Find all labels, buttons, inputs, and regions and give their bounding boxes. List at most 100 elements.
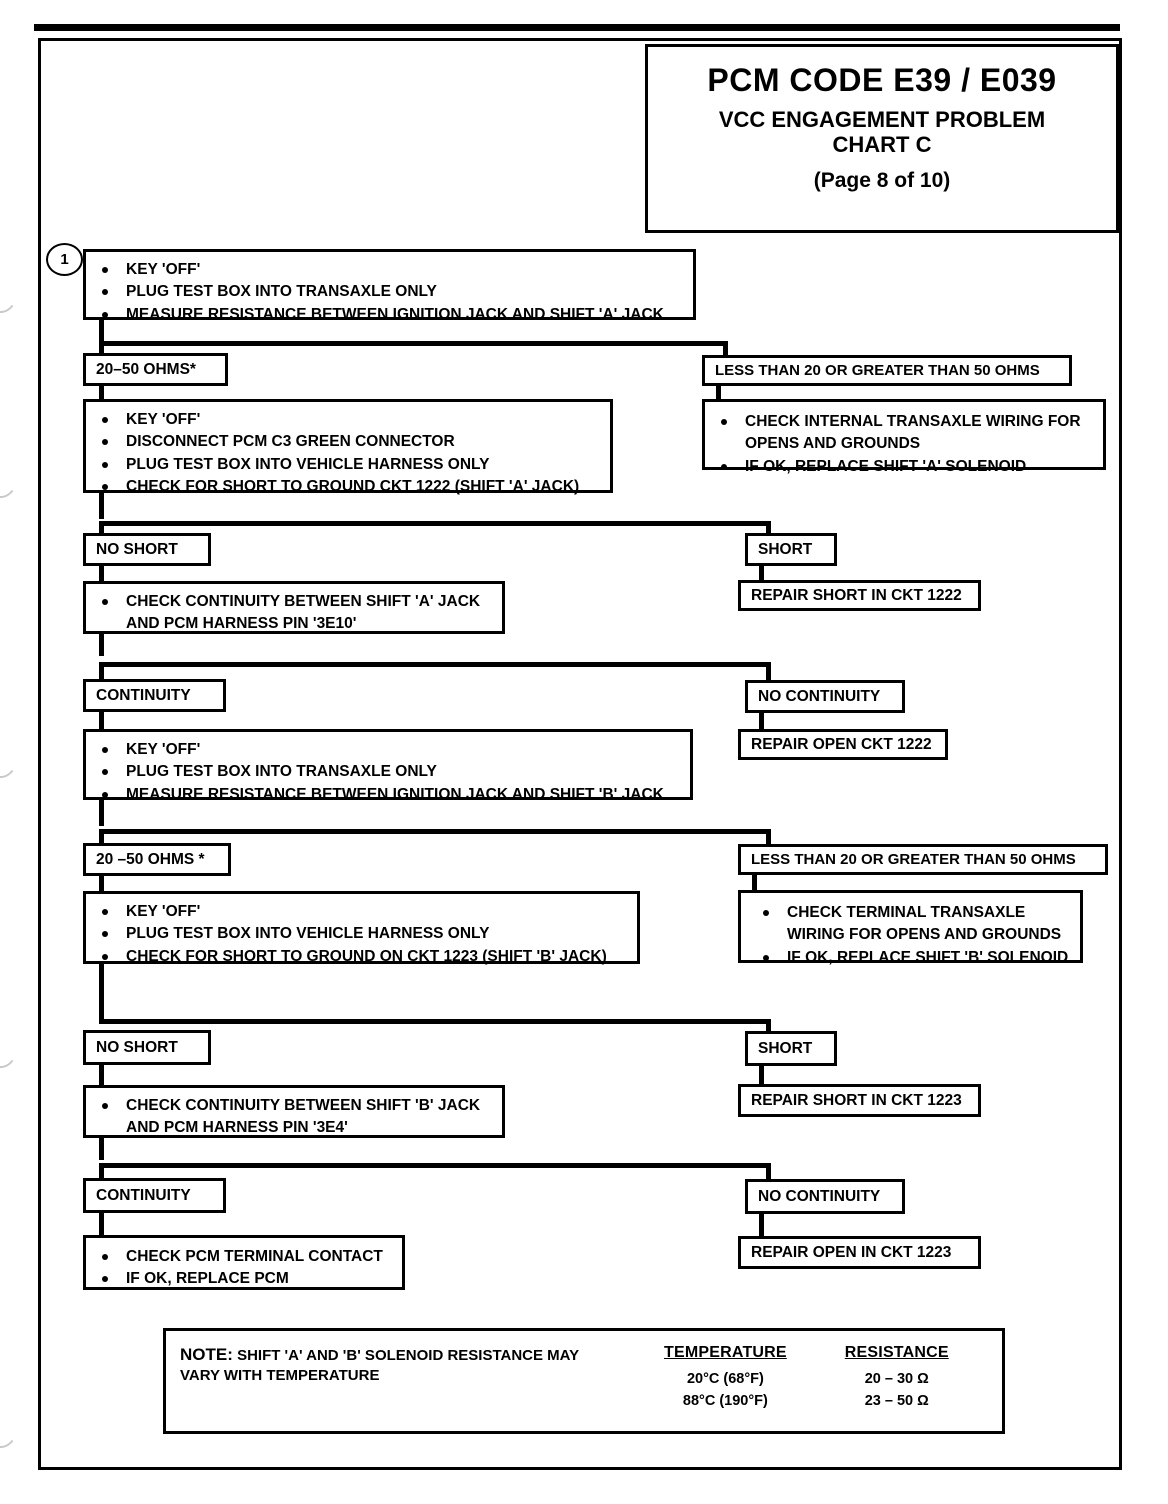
node-ohms-a-ok: 20–50 OHMS*: [83, 353, 228, 386]
node-label: 20–50 OHMS*: [96, 360, 196, 378]
list-item: CHECK INTERNAL TRANSAXLE WIRING FOR OPEN…: [715, 411, 1095, 456]
list-item: MEASURE RESISTANCE BETWEEN IGNITION JACK…: [96, 304, 685, 326]
connector-line: [99, 521, 104, 535]
node-label: SHORT: [758, 540, 813, 558]
node-label: SHORT: [758, 1039, 813, 1057]
connector-line: [99, 1211, 104, 1237]
connector-line: [716, 384, 721, 402]
connector-line: [766, 1019, 771, 1032]
connector-line: [99, 962, 104, 990]
node-label: NO SHORT: [96, 540, 178, 558]
list-item: CHECK FOR SHORT TO GROUND CKT 1222 (SHIF…: [96, 476, 602, 498]
node-label: CONTINUITY: [96, 1186, 191, 1204]
resistance-column: RESISTANCE 20 – 30 Ω 23 – 50 Ω: [845, 1344, 949, 1431]
connector-line: [766, 1163, 771, 1181]
node-ohms-b-bad: LESS THAN 20 OR GREATER THAN 50 OHMS: [738, 844, 1108, 875]
node-repair-open-1223: REPAIR OPEN IN CKT 1223: [738, 1236, 981, 1269]
connector-line: [99, 829, 104, 843]
connector-line: [99, 798, 104, 826]
chart-name: CHART C: [832, 132, 932, 158]
connector-line: [99, 1063, 104, 1086]
connector-line: [99, 662, 771, 667]
list-item: PLUG TEST BOX INTO TRANSAXLE ONLY: [96, 281, 685, 303]
node-label: NO SHORT: [96, 1038, 178, 1056]
node-short-check-b: KEY 'OFF' PLUG TEST BOX INTO VEHICLE HAR…: [83, 891, 640, 965]
list-item: MEASURE RESISTANCE BETWEEN IGNITION JACK…: [96, 784, 682, 806]
node-short-a: SHORT: [745, 533, 837, 566]
node-short-b: SHORT: [745, 1031, 837, 1066]
node-no-continuity-b: NO CONTINUITY: [745, 1179, 905, 1214]
node-label: REPAIR OPEN IN CKT 1223: [751, 1243, 952, 1261]
hole-punch-mark: [0, 1010, 20, 1068]
list-item: CHECK CONTINUITY BETWEEN SHIFT 'A' JACK …: [96, 591, 494, 636]
table-row: 20°C (68°F): [686, 1371, 764, 1387]
note-text: NOTE: SHIFT 'A' AND 'B' SOLENOID RESISTA…: [180, 1343, 650, 1431]
list-item-line: CHECK INTERNAL TRANSAXLE WIRING FOR: [745, 413, 1081, 430]
connector-line: [99, 318, 104, 346]
column-header-temperature: TEMPERATURE: [664, 1344, 787, 1361]
page-subtitle: VCC ENGAGEMENT PROBLEM: [718, 106, 1046, 132]
node-repair-short-1223: REPAIR SHORT IN CKT 1223: [738, 1084, 981, 1117]
node-label: LESS THAN 20 OR GREATER THAN 50 OHMS: [751, 851, 1076, 868]
node-label: REPAIR SHORT IN CKT 1222: [751, 586, 962, 604]
connector-line: [99, 521, 771, 526]
top-rule: [34, 24, 1120, 31]
note-line-2: VARY WITH TEMPERATURE: [180, 1367, 380, 1385]
node-label: 20 –50 OHMS *: [96, 850, 205, 868]
hole-punch-mark: [0, 440, 20, 498]
list-item: IF OK, REPLACE PCM: [96, 1268, 394, 1290]
connector-line: [99, 874, 104, 893]
list-item-line: AND PCM HARNESS PIN '3E10': [126, 615, 357, 633]
list-item: PLUG TEST BOX INTO VEHICLE HARNESS ONLY: [96, 923, 629, 945]
table-row: 20 – 30 Ω: [864, 1371, 929, 1387]
connector-line: [759, 1212, 764, 1236]
page-number: (Page 8 of 10): [813, 168, 951, 192]
node-no-short-b: NO SHORT: [83, 1030, 211, 1065]
node-label: REPAIR SHORT IN CKT 1223: [751, 1091, 962, 1109]
node-final-action: CHECK PCM TERMINAL CONTACT IF OK, REPLAC…: [83, 1235, 405, 1290]
node-label: NO CONTINUITY: [758, 687, 881, 705]
step-marker-label: 1: [60, 251, 69, 268]
node-short-check-a: KEY 'OFF' DISCONNECT PCM C3 GREEN CONNEC…: [83, 399, 613, 495]
node-no-continuity-a: NO CONTINUITY: [745, 680, 905, 713]
connector-line: [99, 710, 104, 730]
resistance-table: TEMPERATURE 20°C (68°F) 88°C (190°F) RES…: [650, 1343, 949, 1431]
node-repair-open-1222: REPAIR OPEN CKT 1222: [738, 729, 948, 760]
list-item-line: CHECK CONTINUITY BETWEEN SHIFT 'A' JACK: [126, 593, 481, 610]
list-item-line: CHECK TERMINAL TRANSAXLE: [787, 904, 1026, 921]
page-frame: [38, 38, 1122, 1470]
node-continuity-b: CONTINUITY: [83, 1178, 226, 1213]
list-item: KEY 'OFF': [96, 409, 602, 431]
table-row: 23 – 50 Ω: [864, 1392, 929, 1409]
step-marker-1: 1: [46, 243, 83, 276]
temperature-column: TEMPERATURE 20°C (68°F) 88°C (190°F): [664, 1344, 787, 1431]
note-line-1: SHIFT 'A' AND 'B' SOLENOID RESISTANCE MA…: [237, 1347, 580, 1364]
list-item: CHECK PCM TERMINAL CONTACT: [96, 1246, 394, 1268]
column-header-resistance: RESISTANCE: [844, 1344, 949, 1361]
list-item: KEY 'OFF': [96, 259, 685, 281]
node-continuity-a: CONTINUITY: [83, 679, 226, 712]
connector-line: [99, 1136, 104, 1160]
connector-line: [759, 564, 764, 582]
list-item-line: AND PCM HARNESS PIN '3E4': [126, 1119, 348, 1137]
connector-line: [99, 986, 104, 1021]
node-continuity-check-b: CHECK CONTINUITY BETWEEN SHIFT 'B' JACK …: [83, 1085, 505, 1138]
node-continuity-check-a: CHECK CONTINUITY BETWEEN SHIFT 'A' JACK …: [83, 581, 505, 634]
node-repair-short-1222: REPAIR SHORT IN CKT 1222: [738, 580, 981, 611]
node-label: REPAIR OPEN CKT 1222: [751, 735, 932, 753]
node-ohms-b-ok: 20 –50 OHMS *: [83, 843, 231, 876]
connector-line: [99, 1019, 771, 1024]
connector-line: [99, 341, 728, 346]
hole-punch-mark: [0, 255, 20, 313]
note-label: NOTE:: [180, 1345, 233, 1364]
node-ohms-a-bad: LESS THAN 20 OR GREATER THAN 50 OHMS: [702, 355, 1072, 386]
list-item: CHECK TERMINAL TRANSAXLE WIRING FOR OPEN…: [757, 902, 1072, 947]
table-row: 88°C (190°F): [682, 1392, 768, 1409]
connector-line: [99, 829, 771, 834]
hole-punch-mark: [0, 720, 20, 778]
list-item: IF OK, REPLACE SHIFT 'B' SOLENOID: [757, 947, 1072, 969]
list-item: IF OK, REPLACE SHIFT 'A' SOLENOID: [715, 456, 1095, 478]
connector-line: [99, 384, 104, 402]
list-item: CHECK FOR SHORT TO GROUND ON CKT 1223 (S…: [96, 946, 629, 968]
